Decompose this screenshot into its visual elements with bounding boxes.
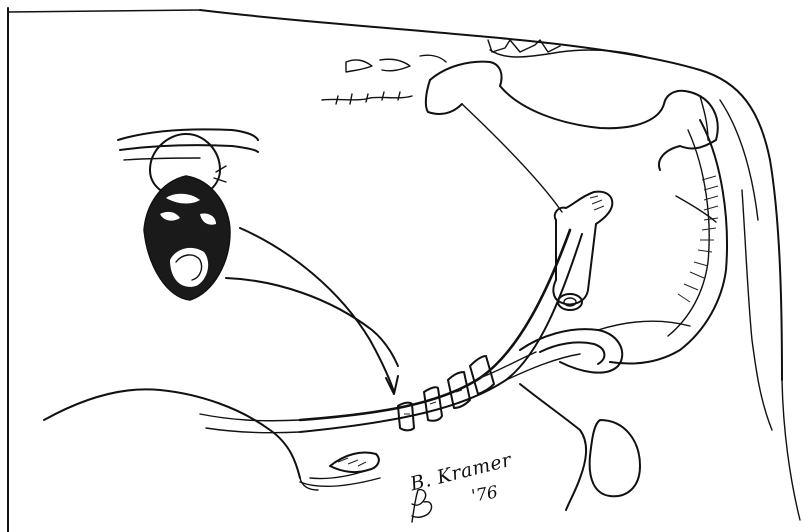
- suture-bands: [398, 356, 494, 430]
- retractor-muscle-band: [610, 120, 727, 364]
- indicator-arrows: [226, 228, 398, 394]
- testis-outline: [590, 420, 640, 496]
- inset-cross-section: [118, 129, 258, 300]
- penis-shaft: [200, 230, 582, 433]
- vertebral-column: [322, 40, 650, 104]
- ventral-body-outline: [44, 384, 586, 510]
- preputial-region: [300, 453, 380, 487]
- pelvis-bone: [426, 62, 718, 212]
